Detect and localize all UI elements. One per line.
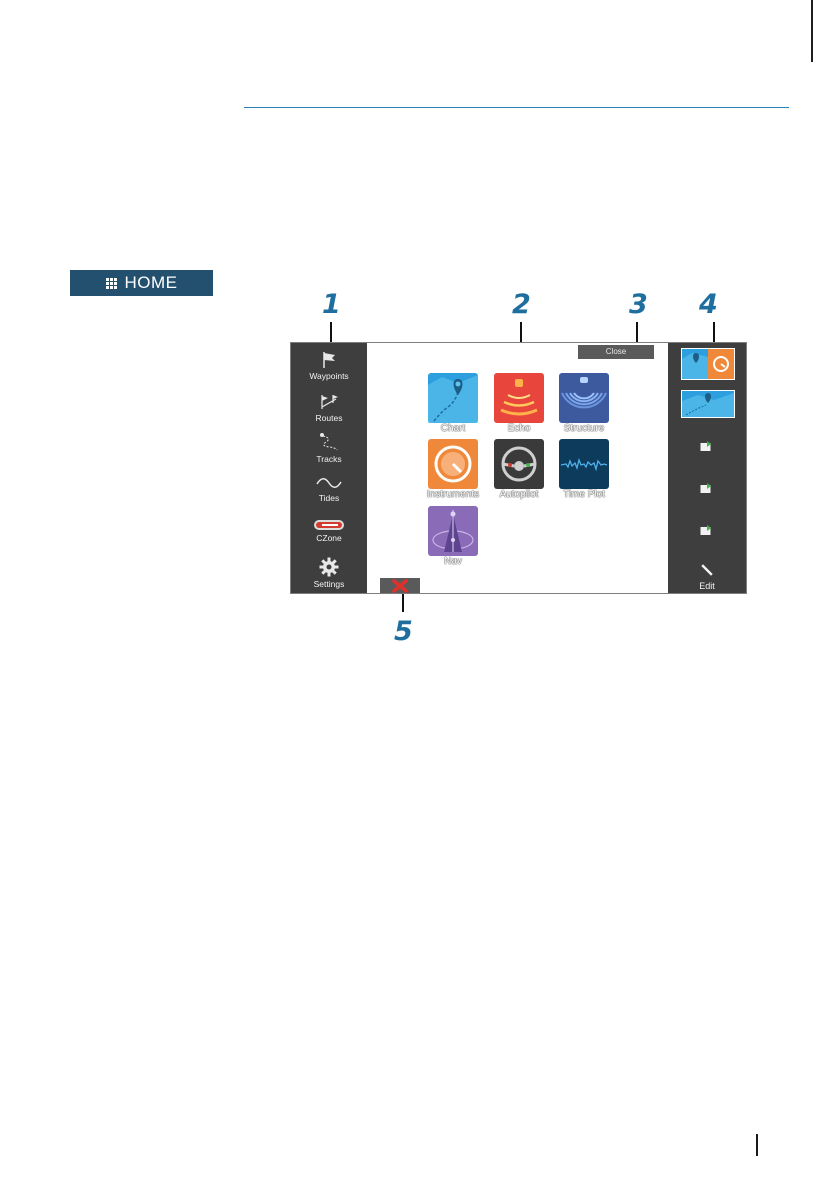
app-nav[interactable] (428, 506, 478, 556)
grid-icon (106, 278, 117, 289)
app-label-structure: Structure (549, 423, 619, 434)
home-screen: Waypoints Routes Tracks Tides (291, 343, 746, 593)
nav-item-czone[interactable]: CZone (291, 519, 367, 543)
gauge-icon (428, 439, 478, 489)
empty-favorite-slot-icon[interactable] (700, 525, 712, 536)
remove-x-icon (380, 578, 420, 593)
home-button[interactable]: HOME (70, 270, 213, 296)
nav-item-routes[interactable]: Routes (291, 393, 367, 423)
structure-scan-icon (559, 373, 609, 423)
gear-icon (319, 557, 339, 577)
split-page-icon (682, 349, 734, 379)
app-time-plot[interactable] (559, 439, 609, 489)
home-button-label: HOME (125, 273, 178, 293)
route-icon (318, 393, 340, 411)
callout-2: 2 (512, 289, 531, 320)
empty-favorite-slot-icon[interactable] (700, 483, 712, 494)
callout-3: 3 (629, 289, 648, 320)
sonar-echo-icon (494, 373, 544, 423)
app-label-echo: Echo (484, 423, 554, 434)
favorites-panel (668, 343, 746, 593)
cut-line (811, 0, 813, 62)
nav-item-label: Tides (319, 493, 339, 503)
app-autopilot[interactable] (494, 439, 544, 489)
waveform-icon (559, 439, 609, 489)
nav-item-tracks[interactable]: Tracks (291, 432, 367, 464)
app-label-chart: Chart (418, 423, 488, 434)
favorite-chart-instruments[interactable] (682, 349, 734, 379)
flag-icon (319, 351, 339, 369)
app-label-nav: Nav (418, 556, 488, 567)
callout-5: 5 (394, 616, 413, 647)
app-label-autopilot: Autopilot (484, 489, 554, 500)
bottom-tab[interactable] (380, 578, 420, 593)
nav-item-label: Routes (316, 413, 343, 423)
tide-wave-icon (316, 475, 342, 491)
nav-item-settings[interactable]: Settings (291, 557, 367, 589)
nav-item-tides[interactable]: Tides (291, 475, 367, 503)
tools-panel: Waypoints Routes Tracks Tides (291, 343, 367, 593)
chart-app-icon (428, 373, 478, 423)
favorite-chart[interactable] (682, 391, 734, 417)
nav-item-label: Waypoints (309, 371, 348, 381)
nav-item-waypoints[interactable]: Waypoints (291, 351, 367, 381)
app-chart[interactable] (428, 373, 478, 423)
steering-wheel-icon (494, 439, 544, 489)
close-button[interactable]: Close (578, 345, 654, 359)
nav-item-label: Tracks (316, 454, 341, 464)
app-structure[interactable] (559, 373, 609, 423)
chart-page-icon (682, 391, 734, 417)
track-icon (318, 432, 340, 452)
leader-line-5 (402, 590, 404, 612)
callout-1: 1 (322, 289, 341, 320)
app-label-instruments: Instruments (418, 489, 488, 500)
app-label-time-plot: Time Plot (549, 489, 619, 500)
edit-button[interactable]: Edit (668, 581, 746, 591)
empty-favorite-slot-icon[interactable] (700, 441, 712, 452)
page-marker (756, 1134, 758, 1156)
app-echo[interactable] (494, 373, 544, 423)
nav-compass-icon (428, 506, 478, 556)
nav-item-label: Settings (314, 579, 345, 589)
callout-4: 4 (699, 289, 718, 320)
wrench-icon (701, 564, 713, 576)
heading-rule (244, 107, 789, 108)
nav-item-label: CZone (316, 533, 342, 543)
czone-logo-icon (313, 519, 345, 531)
app-instruments[interactable] (428, 439, 478, 489)
